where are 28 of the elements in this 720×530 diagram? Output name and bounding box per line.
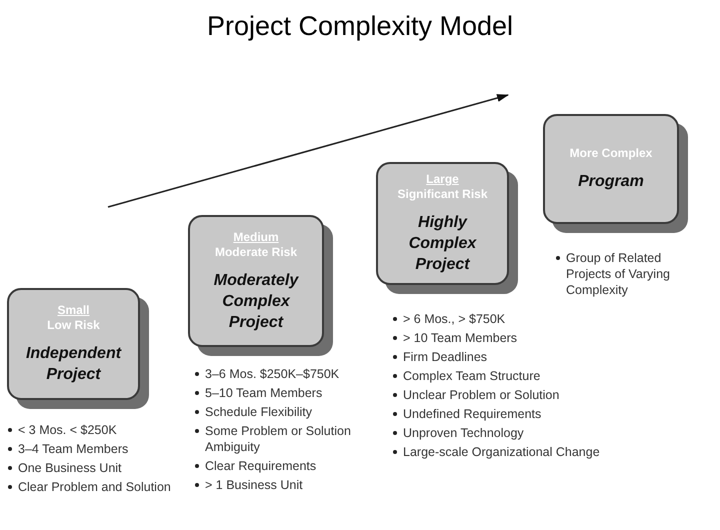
bullet-text: Schedule Flexibility — [205, 404, 312, 420]
bullet-text: > 6 Mos., > $750K — [403, 311, 506, 327]
bullet-text: One Business Unit — [18, 460, 122, 476]
bullet-text: < 3 Mos. < $250K — [18, 422, 117, 438]
box-title: Highly Complex Project — [408, 213, 478, 275]
bullet-text: Clear Problem and Solution — [18, 479, 171, 495]
bullet-text: 5–10 Team Members — [205, 385, 322, 401]
rounded-box — [543, 114, 679, 224]
bullet-text: > 1 Business Unit — [205, 477, 303, 493]
rounded-box — [188, 215, 324, 347]
bullet-text: Large-scale Organizational Change — [403, 444, 600, 460]
rounded-box — [376, 162, 509, 285]
bullet-text: 3–6 Mos. $250K–$750K — [205, 366, 340, 382]
box-title: Program — [578, 172, 644, 192]
title: Project Complexity Model — [206, 10, 514, 43]
bullet-text: Unproven Technology — [403, 425, 524, 441]
bullet-text: > 10 Team Members — [403, 330, 518, 346]
bullet-text: 3–4 Team Members — [18, 441, 128, 457]
box-title: Independent Project — [24, 344, 123, 385]
rounded-box — [7, 288, 140, 400]
bullet-text: Undefined Requirements — [403, 406, 542, 422]
bullet-text: Unclear Problem or Solution — [403, 387, 560, 403]
bullet-text: Clear Requirements — [205, 458, 316, 474]
bullet-text: Some Problem or Solution Ambiguity — [205, 423, 352, 455]
box-title: Moderately Complex Project — [212, 270, 300, 332]
bullet-text: Complex Team Structure — [403, 368, 540, 384]
bullet-text: Group of Related Projects of Varying Complexity — [566, 250, 671, 298]
bullet-text: Firm Deadlines — [403, 349, 488, 365]
